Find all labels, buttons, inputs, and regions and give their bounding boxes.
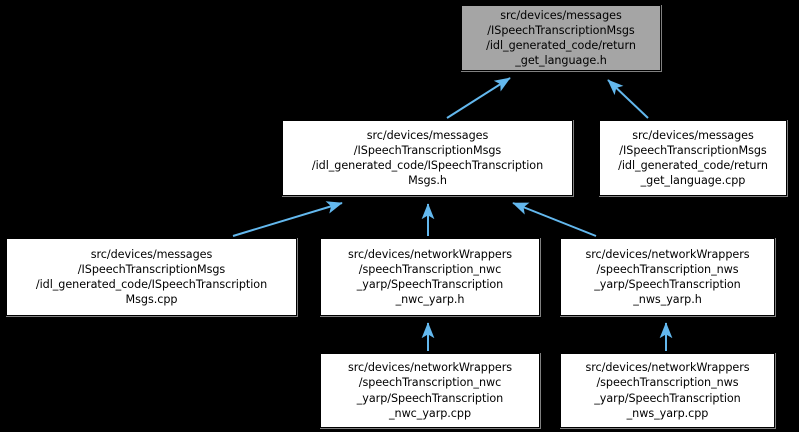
graph-node-speechtranscription-nwc-yarp-cpp[interactable]: src/devices/networkWrappers /speechTrans…: [320, 353, 540, 428]
graph-node-ispeechtranscriptionmsgs-cpp[interactable]: src/devices/messages /ISpeechTranscripti…: [6, 238, 297, 316]
graph-node-label: src/devices/networkWrappers /speechTrans…: [585, 361, 750, 420]
graph-node-speechtranscription-nws-yarp-cpp[interactable]: src/devices/networkWrappers /speechTrans…: [560, 353, 775, 428]
edge-return-get-language-cpp-to-h: [607, 79, 649, 119]
edge-msgs-h-to-return-get-language-h: [446, 77, 511, 119]
graph-node-ispeechtranscriptionmsgs-h[interactable]: src/devices/messages /ISpeechTranscripti…: [282, 120, 573, 196]
graph-node-return-get-language-cpp[interactable]: src/devices/messages /ISpeechTranscripti…: [599, 120, 787, 196]
graph-node-label: src/devices/messages /ISpeechTranscripti…: [311, 128, 544, 188]
graph-node-label: src/devices/messages /ISpeechTranscripti…: [486, 8, 636, 68]
graph-node-speechtranscription-nwc-yarp-h[interactable]: src/devices/networkWrappers /speechTrans…: [320, 238, 540, 316]
graph-node-label: src/devices/networkWrappers /speechTrans…: [585, 247, 750, 307]
edge-nws-h-to-msgs-h: [512, 202, 597, 237]
graph-node-speechtranscription-nws-yarp-h[interactable]: src/devices/networkWrappers /speechTrans…: [560, 238, 775, 316]
graph-node-label: src/devices/messages /ISpeechTranscripti…: [35, 247, 268, 307]
graph-node-label: src/devices/networkWrappers /speechTrans…: [347, 361, 513, 420]
graph-node-label: src/devices/networkWrappers /speechTrans…: [347, 247, 513, 307]
graph-node-label: src/devices/messages /ISpeechTranscripti…: [618, 128, 768, 188]
graph-node-return-get-language-h[interactable]: src/devices/messages /ISpeechTranscripti…: [461, 5, 661, 71]
edge-msgs-cpp-to-msgs-h: [232, 201, 343, 237]
